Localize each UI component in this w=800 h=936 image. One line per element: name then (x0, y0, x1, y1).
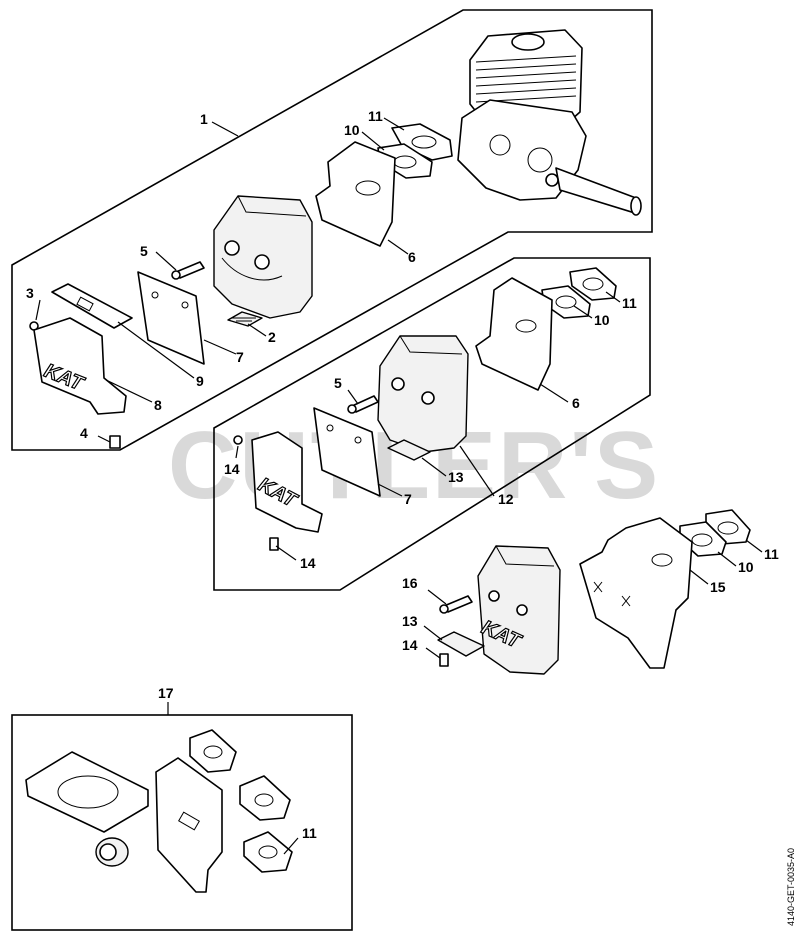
callout-11a: 11 (368, 108, 383, 124)
spark-screen-2-part (227, 311, 263, 327)
document-id: 4140-GET-0035-A0 (786, 848, 796, 926)
callout-17: 17 (158, 685, 174, 701)
callout-16: 16 (402, 575, 418, 591)
callout-6b: 6 (572, 395, 580, 411)
callout-13b: 13 (402, 613, 418, 629)
screw-14b-part (269, 537, 279, 551)
heat-shield-kit-part (155, 757, 223, 893)
callout-15: 15 (710, 579, 726, 595)
cover-plate-7b-part (313, 407, 381, 497)
callout-10b: 10 (594, 312, 610, 328)
heat-shield-15-part (579, 517, 693, 669)
callout-7b: 7 (404, 491, 412, 507)
kat-shield-b-part: KAT (251, 431, 323, 533)
callout-11c: 11 (764, 546, 779, 562)
callout-13a: 13 (448, 469, 464, 485)
muffler-b-part (377, 335, 469, 453)
callout-4: 4 (80, 425, 88, 441)
callout-11b: 11 (622, 295, 637, 311)
callout-1: 1 (200, 111, 208, 127)
heat-shield-6b-part (475, 277, 553, 391)
gasket-kit-a-part (189, 729, 237, 773)
callout-7a: 7 (236, 349, 244, 365)
callout-9: 9 (196, 373, 204, 389)
callout-3: 3 (26, 285, 34, 301)
gasket-kit-11-part (243, 831, 293, 873)
callouts: 1 11 10 6 5 2 7 3 9 8 4 11 10 6 5 7 13 1… (26, 108, 779, 841)
callout-10c: 10 (738, 559, 754, 575)
cover-plate-7-part (137, 271, 205, 365)
callout-5b: 5 (334, 375, 342, 391)
screw-16-part (439, 595, 473, 614)
engine-cylinder-part (457, 29, 642, 216)
group-1-frame (11, 9, 653, 451)
callout-10a: 10 (344, 122, 360, 138)
heat-shield-6-part (315, 141, 396, 247)
gasket-kit-b-part (239, 775, 291, 821)
muffler-kat-part: KAT (477, 545, 561, 675)
oil-seal-part (95, 837, 129, 867)
callout-12: 12 (498, 491, 514, 507)
callout-14c: 14 (402, 637, 418, 653)
screw-5-part (171, 261, 205, 280)
callout-14b: 14 (300, 555, 316, 571)
callout-8: 8 (154, 397, 162, 413)
group-12-frame (213, 257, 651, 591)
callout-6a: 6 (408, 249, 416, 265)
screw-4-part (109, 435, 121, 449)
group-17-frame (11, 714, 353, 931)
callout-11d: 11 (302, 825, 317, 841)
screw-14c-part (439, 653, 449, 667)
muffler-part (213, 195, 313, 319)
callout-5a: 5 (140, 243, 148, 259)
leader-lines (35, 117, 763, 855)
kat-shield-8-part: KAT (33, 317, 127, 415)
spark-screen-13-part (387, 439, 431, 461)
spark-screen-13b-part (437, 631, 485, 657)
screw-5b-part (347, 395, 379, 414)
callout-14a: 14 (224, 461, 240, 477)
screw-14a-part (233, 435, 243, 445)
callout-2: 2 (268, 329, 276, 345)
gasket-9-part (51, 283, 133, 329)
cylinder-gasket-part (25, 751, 149, 833)
